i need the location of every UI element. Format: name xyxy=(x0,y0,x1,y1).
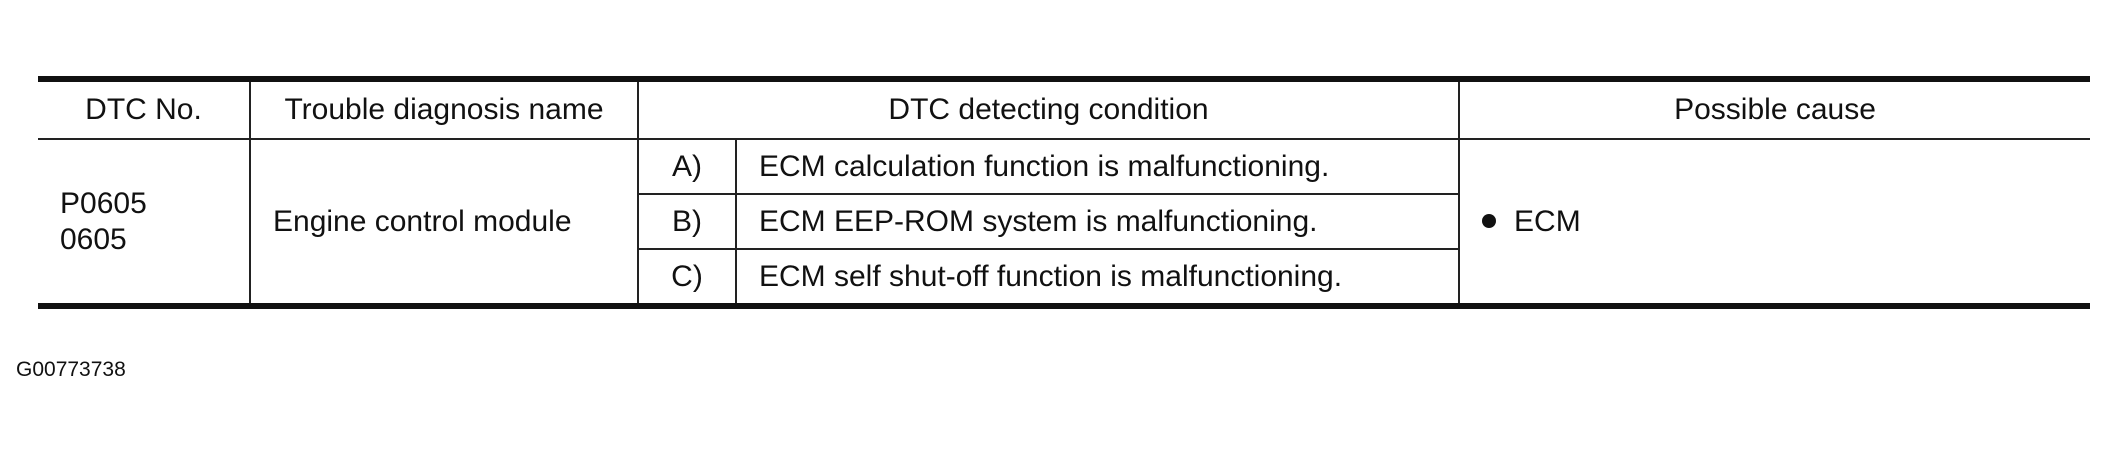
table-row: B) ECM EEP-ROM system is malfunctioning. xyxy=(38,194,2090,250)
possible-cause-cell: ECM xyxy=(1458,139,2091,307)
condition-text-b: ECM EEP-ROM system is malfunctioning. xyxy=(734,194,1461,250)
dtc-code-primary: P0605 xyxy=(60,186,147,220)
table-header-row: DTC No. Trouble diagnosis name DTC detec… xyxy=(38,79,2091,140)
condition-text-a: ECM calculation function is malfunctioni… xyxy=(734,139,1461,195)
header-trouble-name: Trouble diagnosis name xyxy=(249,79,639,140)
possible-cause-text: ECM xyxy=(1514,204,1581,238)
header-possible-cause: Possible cause xyxy=(1458,79,2091,140)
condition-label-a: A) xyxy=(637,139,737,195)
header-detecting-condition: DTC detecting condition xyxy=(636,79,1461,140)
condition-label-b: B) xyxy=(638,194,737,250)
figure-id: G00773738 xyxy=(16,358,126,381)
condition-label-c: C) xyxy=(638,249,737,306)
trouble-name-cell: Engine control module xyxy=(249,139,639,307)
dtc-table: DTC No. Trouble diagnosis name DTC detec… xyxy=(38,76,2091,309)
dtc-code-secondary: 0605 xyxy=(60,222,127,256)
table-row: P0605 0605 Engine control module A) ECM … xyxy=(38,139,2091,307)
dtc-code-cell: P0605 0605 xyxy=(38,139,251,307)
header-dtc-no: DTC No. xyxy=(38,79,251,140)
bullet-icon xyxy=(1482,213,1497,228)
table-row: C) ECM self shut-off function is malfunc… xyxy=(38,249,2090,306)
condition-text-c: ECM self shut-off function is malfunctio… xyxy=(734,249,1461,306)
